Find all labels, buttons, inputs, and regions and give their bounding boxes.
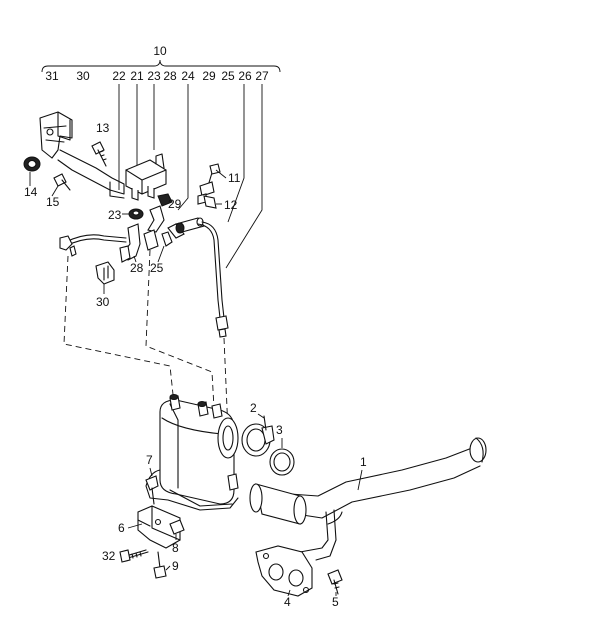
callout-1: 1 xyxy=(360,455,367,469)
callout-5: 5 xyxy=(332,595,339,609)
connector-26 xyxy=(175,217,205,234)
clip-23: 23 xyxy=(108,208,144,222)
clip-30: 30 xyxy=(95,261,115,309)
group-item-30: 30 xyxy=(76,69,90,83)
group-item-24: 24 xyxy=(181,69,195,83)
hose-24 xyxy=(143,205,165,251)
callout-14: 14 xyxy=(24,185,38,199)
stud-7: 7 xyxy=(145,453,159,505)
callout-8: 8 xyxy=(172,541,179,555)
group-item-labels: 31 30 22 21 23 28 24 29 25 26 27 xyxy=(45,69,269,83)
callout-3: 3 xyxy=(276,423,283,437)
callout-25: 25 xyxy=(150,261,164,275)
clip-12: 12 xyxy=(203,195,238,212)
callout-23: 23 xyxy=(108,208,122,222)
callout-2: 2 xyxy=(250,401,257,415)
callout-6: 6 xyxy=(118,521,125,535)
clip-29: 29 xyxy=(157,193,182,211)
clamp-2: 2 xyxy=(241,401,275,457)
group-item-27: 27 xyxy=(255,69,269,83)
callout-4: 4 xyxy=(284,595,291,609)
nut-8: 8 xyxy=(169,519,185,555)
group-item-25: 25 xyxy=(221,69,235,83)
group-item-31: 31 xyxy=(45,69,59,83)
group-item-29: 29 xyxy=(202,69,216,83)
group-label: 10 xyxy=(153,44,167,58)
routing-dashes xyxy=(63,249,231,479)
group-item-21: 21 xyxy=(130,69,144,83)
group-bracket: 10 31 30 22 21 23 28 24 29 25 26 27 xyxy=(41,44,281,269)
pressure-pipe-left xyxy=(59,234,127,257)
callout-12: 12 xyxy=(224,198,238,212)
particle-filter xyxy=(145,394,239,511)
flange-plate-4: 4 xyxy=(255,545,313,609)
exhaust-pipe-1: 1 xyxy=(249,437,487,561)
callout-15: 15 xyxy=(46,195,60,209)
callout-30: 30 xyxy=(96,295,110,309)
gasket-3: 3 xyxy=(269,423,295,476)
group-item-26: 26 xyxy=(238,69,252,83)
callout-32: 32 xyxy=(102,549,116,563)
bolt-5: 5 xyxy=(327,569,343,609)
sensor-bracket xyxy=(39,111,125,199)
nut-14: 14 xyxy=(23,156,41,199)
bracket-6: 6 xyxy=(118,505,181,549)
hose-28: 28 xyxy=(119,223,144,275)
bolt-9: 9 xyxy=(153,551,179,579)
callout-7: 7 xyxy=(146,453,153,467)
pressure-sensor xyxy=(125,153,167,201)
callout-29: 29 xyxy=(168,197,182,211)
bolt-13: 13 xyxy=(91,121,110,167)
bolt-32: 32 xyxy=(102,549,149,563)
callout-9: 9 xyxy=(172,559,179,573)
group-item-22: 22 xyxy=(112,69,126,83)
pressure-pipe-right xyxy=(197,221,229,338)
hose-25: 25 xyxy=(150,223,185,275)
bolt-15: 15 xyxy=(46,173,71,209)
callout-13: 13 xyxy=(96,121,110,135)
callout-11: 11 xyxy=(228,171,241,185)
group-item-28: 28 xyxy=(163,69,177,83)
callout-28: 28 xyxy=(130,261,144,275)
group-item-23: 23 xyxy=(147,69,161,83)
